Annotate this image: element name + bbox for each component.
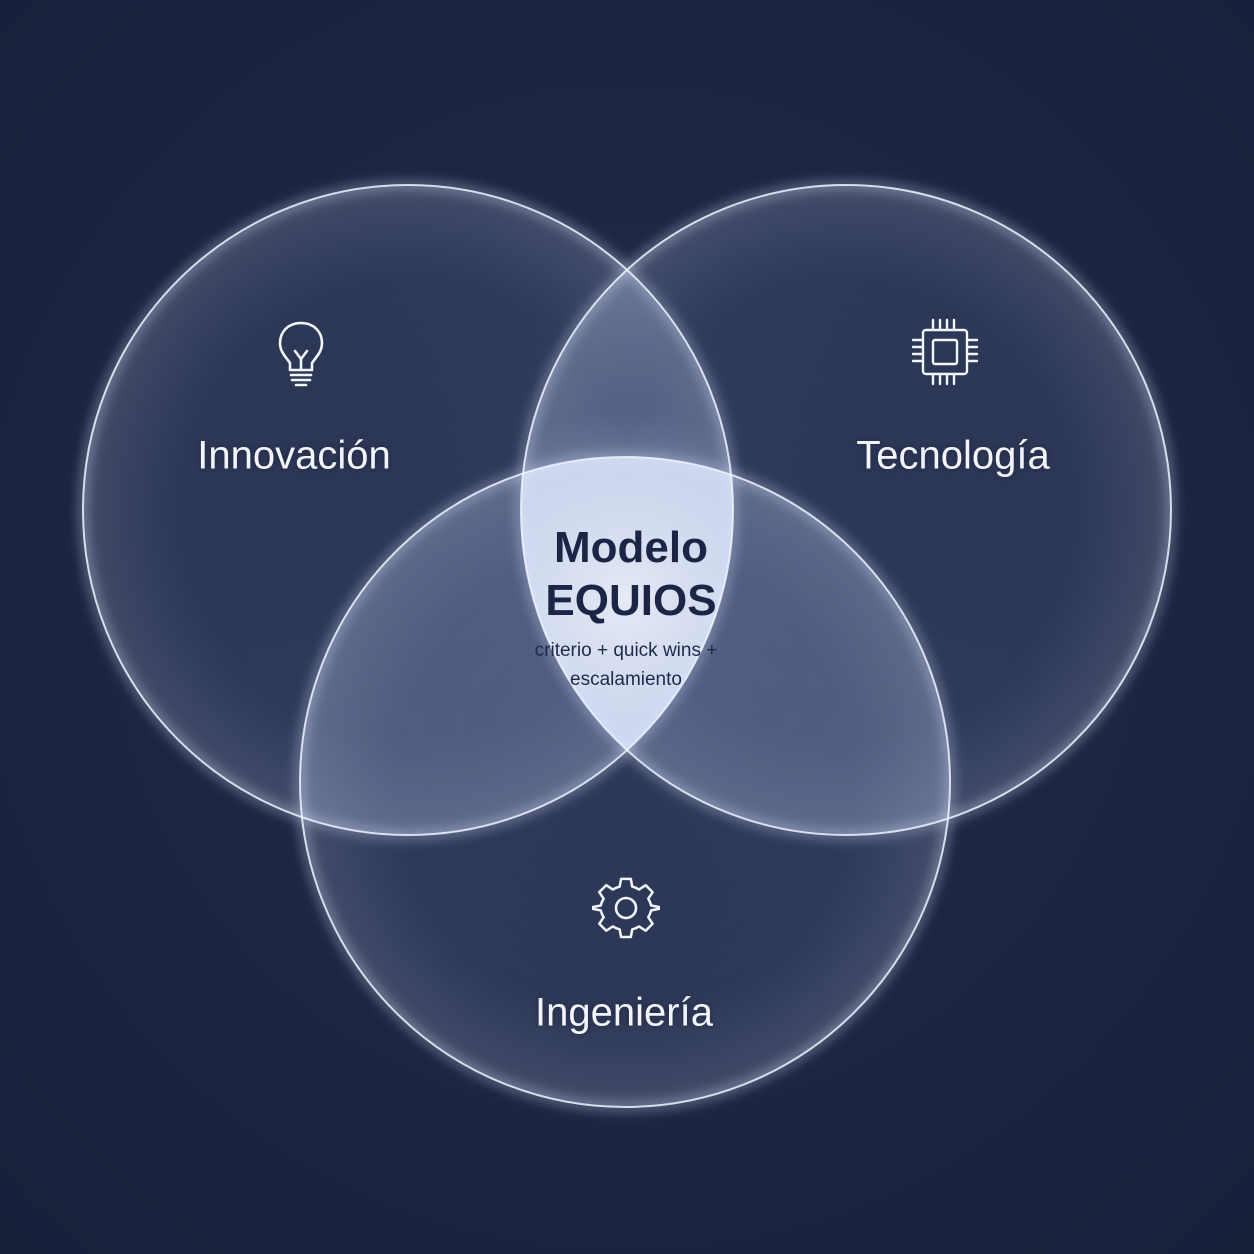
label-innovacion: Innovación [197,433,391,478]
center-subtitle-line1: criterio + quick wins + [534,640,718,661]
center-subtitle-line2: escalamiento [570,669,682,690]
circle-ingenieria [300,457,950,1107]
label-ingenieria: Ingeniería [535,990,713,1035]
gear-icon [592,877,660,939]
lightbulb-icon [278,321,324,387]
label-tecnologia: Tecnología [856,433,1050,478]
chip-icon [911,318,979,386]
center-title-line1: Modelo [554,523,708,572]
center-title-line2: EQUIOS [545,576,717,625]
circle-outlines [82,184,1172,1108]
